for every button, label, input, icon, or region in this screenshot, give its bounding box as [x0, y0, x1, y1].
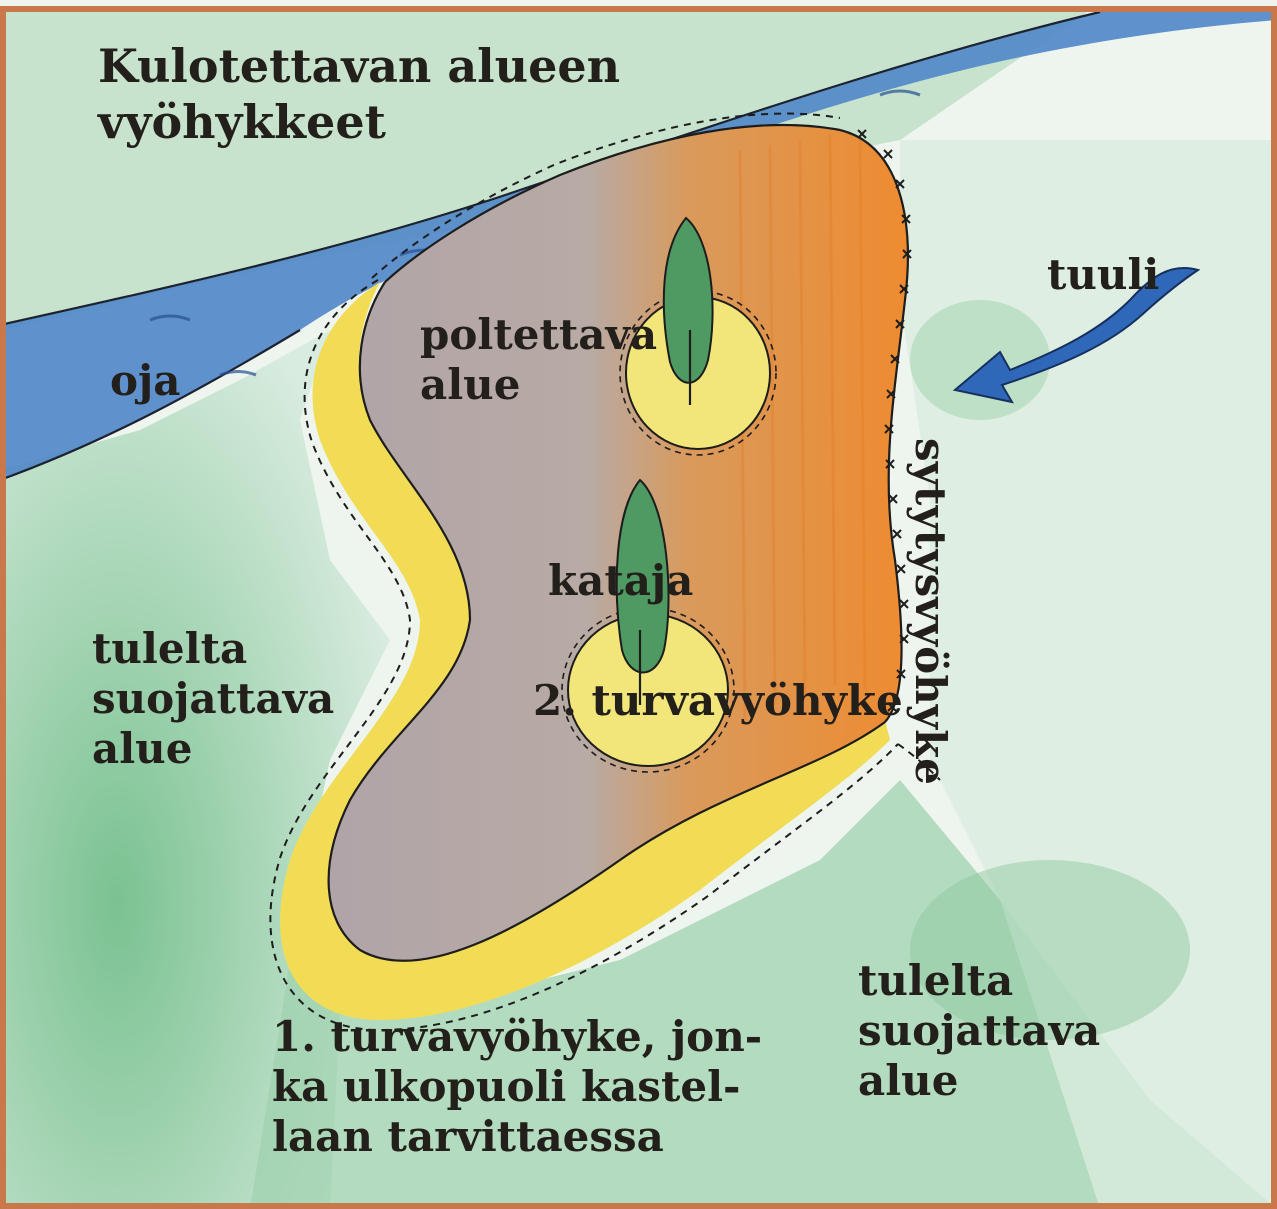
- wind-label: tuuli: [1047, 250, 1159, 300]
- juniper-label: kataja: [548, 556, 693, 606]
- green-blot: [910, 300, 1050, 420]
- ignition-zone-label: sytytysvyöhyke: [908, 438, 952, 785]
- ditch-label: oja: [110, 356, 180, 406]
- burn-area-label: poltettava alue: [420, 310, 657, 410]
- protected-area-right-label: tulelta suojattava alue: [858, 956, 1100, 1106]
- protected-area-left-label: tulelta suojattava alue: [92, 624, 334, 774]
- diagram-title: Kulotettavan alueen vyöhykkeet: [98, 38, 620, 150]
- safety-zone-2-label: 2. turvavyöhyke: [533, 676, 903, 726]
- safety-zone-1-label: 1. turvavyöhyke, jon- ka ulkopuoli kaste…: [272, 1012, 762, 1162]
